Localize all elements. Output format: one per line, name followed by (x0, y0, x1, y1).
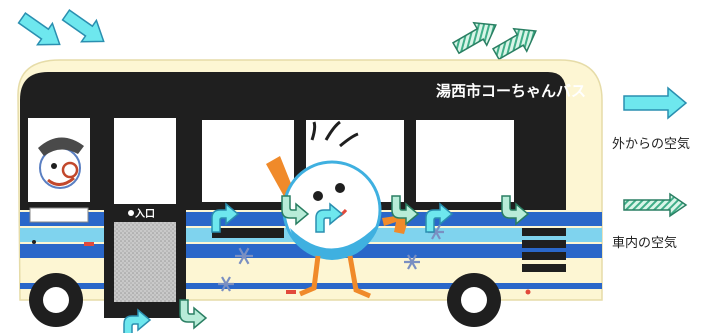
side-panel (212, 228, 284, 238)
door-label-dot-icon (128, 210, 134, 216)
front-grille (522, 228, 566, 272)
legend (623, 86, 688, 218)
destination-sign (29, 207, 89, 223)
legend-inside-air-icon (623, 192, 688, 218)
front-light (525, 289, 531, 295)
skirt-stripe (20, 283, 602, 289)
window (416, 120, 514, 202)
rear-light (32, 240, 36, 244)
door-window (114, 118, 176, 204)
legend-outside-air-icon (623, 86, 688, 120)
legend-outside-air-label: 外からの空気 (612, 137, 691, 152)
door-lower-panel (114, 222, 176, 302)
front-wheel (447, 273, 501, 327)
side-light (84, 242, 94, 246)
outside-air-arrow-icon (13, 3, 112, 56)
door-label: 入口 (135, 208, 155, 220)
bus-name-label: 湯西市コーちゃんバス (436, 82, 586, 100)
side-light (286, 290, 296, 294)
inside-air-arrow-icon (448, 12, 544, 67)
rear-wheel (29, 273, 83, 327)
legend-inside-air-label: 車内の空気 (612, 236, 678, 251)
driver-mascot-icon (38, 137, 84, 189)
